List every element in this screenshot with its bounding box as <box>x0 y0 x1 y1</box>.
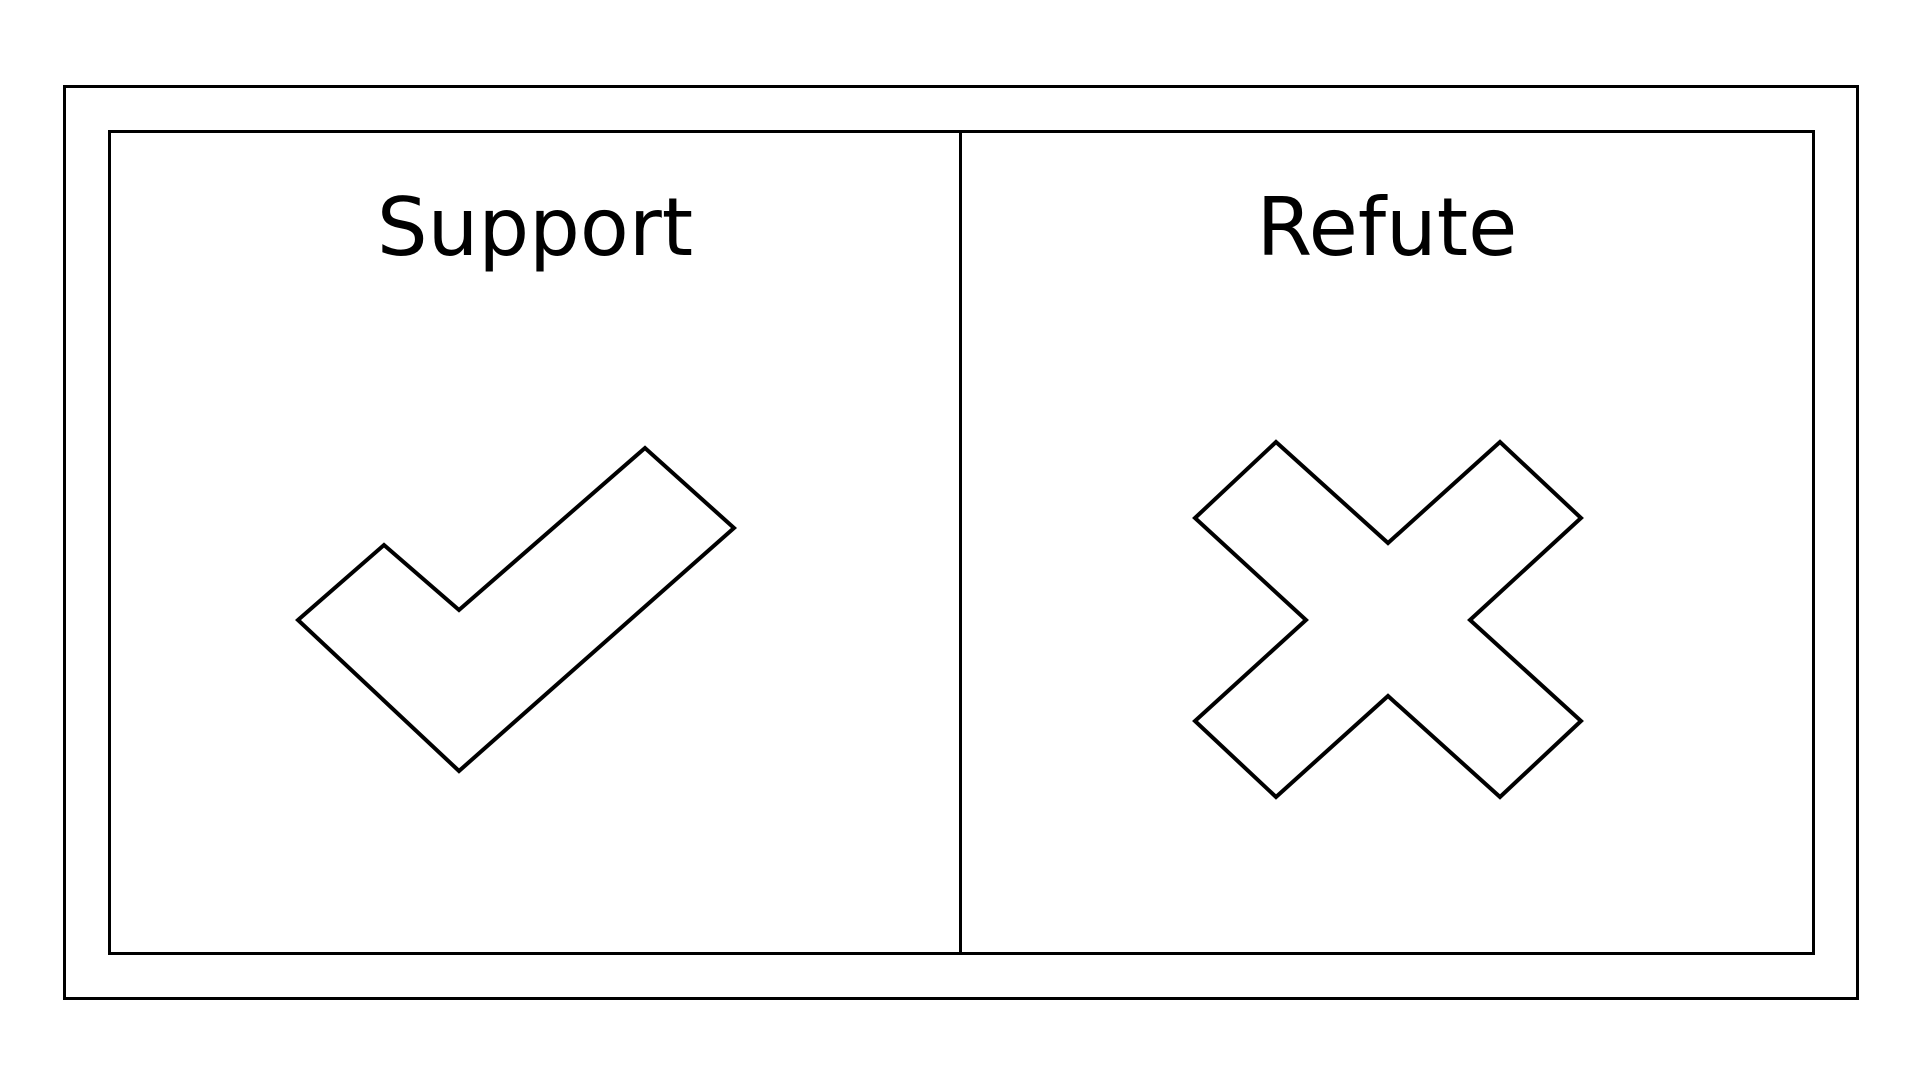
choice-panel: Support Refute <box>108 130 1815 955</box>
cross-icon <box>1192 439 1584 800</box>
support-label: Support <box>376 181 694 274</box>
support-option[interactable]: Support <box>111 133 962 952</box>
refute-label: Refute <box>1256 181 1518 274</box>
refute-option[interactable]: Refute <box>962 133 1812 952</box>
checkmark-icon <box>295 445 738 774</box>
outer-frame <box>63 85 1859 1000</box>
